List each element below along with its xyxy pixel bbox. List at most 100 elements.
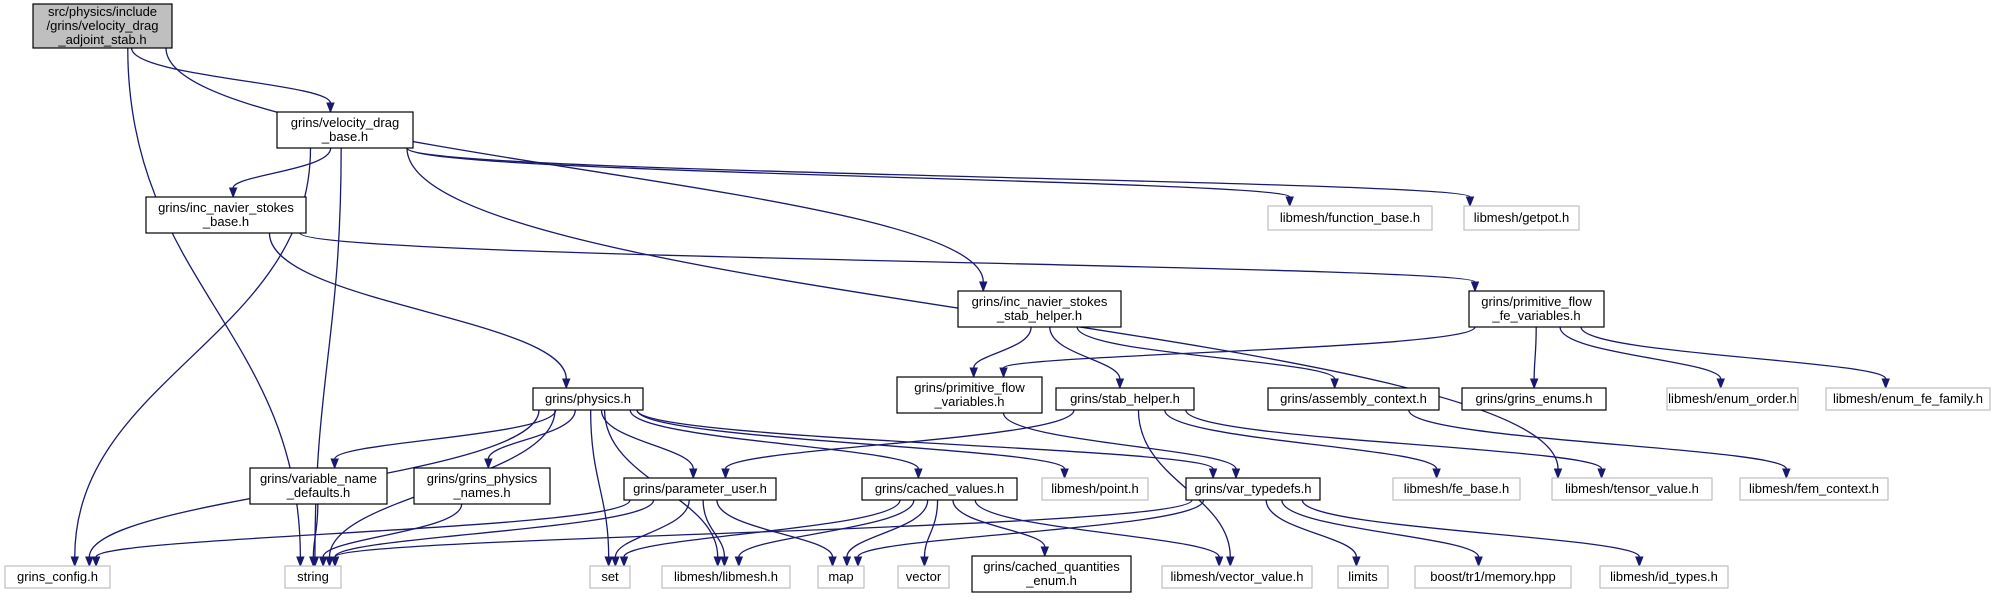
arrowhead-inssh-to-pfv	[969, 367, 978, 379]
arrowhead-root-to-str	[296, 556, 305, 568]
edge-cv-to-vec	[923, 499, 939, 558]
node-lim[interactable]: limits	[1337, 565, 1389, 589]
edge-vt-to-lim	[1265, 499, 1358, 558]
arrowhead-phys-to-lpt	[1060, 468, 1069, 480]
node-box	[1461, 387, 1607, 411]
edge-insb-to-pffv	[299, 232, 1476, 283]
arrowhead-phys-to-pu	[689, 468, 698, 480]
node-lid[interactable]: libmesh/id_types.h	[1599, 565, 1729, 589]
node-vec[interactable]: vector	[897, 565, 950, 589]
node-inssh[interactable]: grins/inc_navier_stokes_stab_helper.h	[957, 290, 1122, 328]
node-box	[1414, 565, 1572, 589]
node-root[interactable]: src/physics/include/grins/velocity_drag_…	[32, 3, 173, 49]
node-box	[1392, 477, 1521, 501]
edge-insb-to-phys	[268, 232, 567, 380]
node-lenum[interactable]: libmesh/enum_order.h	[1666, 387, 1799, 411]
arrowhead-insb-to-phys	[562, 378, 571, 390]
node-lfefam[interactable]: libmesh/enum_fe_family.h	[1825, 387, 1991, 411]
node-lfec[interactable]: libmesh/fem_context.h	[1739, 477, 1889, 501]
node-box	[145, 196, 307, 234]
node-gpn[interactable]: grins/grins_physics_names.h	[413, 467, 551, 505]
node-label-line: set	[601, 569, 619, 584]
node-llm[interactable]: libmesh/libmesh.h	[661, 565, 791, 589]
node-label-line: string	[297, 569, 329, 584]
arrowhead-vnd-to-str	[309, 556, 318, 568]
node-lfb[interactable]: libmesh/function_base.h	[1267, 205, 1433, 231]
node-asm[interactable]: grins/assembly_context.h	[1267, 387, 1440, 411]
arrowhead-vt-to-btr	[1474, 556, 1483, 568]
node-box	[1463, 205, 1580, 231]
node-label-line: _stab_helper.h	[996, 308, 1082, 323]
arrowhead-phys-to-str	[325, 556, 334, 568]
node-label-line: grins/primitive_flow	[914, 380, 1025, 395]
arrowhead-cv-to-vec	[920, 556, 929, 568]
node-label-line: limits	[1348, 569, 1378, 584]
node-label-line: libmesh/fem_context.h	[1749, 481, 1879, 496]
edge-stab-to-ltv	[1185, 409, 1603, 470]
node-phys[interactable]: grins/physics.h	[532, 387, 644, 411]
edge-phys-to-vt	[636, 409, 1214, 470]
node-box	[896, 376, 1043, 414]
arrowhead-phys-to-cv	[914, 468, 923, 480]
edge-root-to-vdb	[130, 47, 332, 104]
arrowhead-cv-to-cqe	[1040, 546, 1050, 558]
node-genum[interactable]: grins/grins_enums.h	[1461, 387, 1607, 411]
arrowhead-cv-to-lvv	[1214, 556, 1224, 568]
node-box	[1468, 290, 1605, 328]
arrowhead-phys-to-gpn	[484, 458, 493, 470]
node-lgp[interactable]: libmesh/getpot.h	[1463, 205, 1580, 231]
arrowhead-pffv-to-lfefam	[1881, 378, 1890, 390]
arrowhead-pffv-to-genum	[1529, 378, 1539, 390]
node-set[interactable]: set	[589, 565, 631, 589]
node-lvv[interactable]: libmesh/vector_value.h	[1161, 565, 1313, 589]
node-pfv[interactable]: grins/primitive_flow_variables.h	[896, 376, 1043, 414]
node-vnd[interactable]: grins/variable_name_defaults.h	[249, 467, 388, 505]
node-label-line: grins/primitive_flow	[1481, 294, 1592, 309]
edge-cv-to-llm	[738, 499, 915, 558]
arrowhead-stab-to-lvv	[1226, 556, 1235, 568]
node-box	[957, 290, 1122, 328]
node-label-line: grins/inc_navier_stokes	[158, 200, 294, 215]
node-box	[1739, 477, 1889, 501]
node-pffv[interactable]: grins/primitive_flow_fe_variables.h	[1468, 290, 1605, 328]
node-vdb[interactable]: grins/velocity_drag_base.h	[276, 111, 414, 149]
node-box	[276, 111, 414, 149]
arrowhead-cv-to-set	[619, 556, 629, 568]
node-label-line: _adjoint_stab.h	[57, 32, 146, 47]
node-label-line: /grins/velocity_drag	[47, 18, 159, 33]
node-label-line: grins/physics.h	[545, 391, 631, 406]
node-label-line: grins/velocity_drag	[291, 115, 399, 130]
node-ltv[interactable]: libmesh/tensor_value.h	[1551, 477, 1713, 501]
node-lfe[interactable]: libmesh/fe_base.h	[1392, 477, 1521, 501]
node-str[interactable]: string	[284, 565, 342, 589]
edge-pffv-to-genum	[1533, 326, 1537, 380]
edge-phys-to-lpt	[636, 409, 1066, 470]
node-cqe[interactable]: grins/cached_quantities_enum.h	[971, 555, 1132, 593]
node-stab[interactable]: grins/stab_helper.h	[1055, 387, 1195, 411]
node-box	[32, 3, 173, 49]
arrowhead-vdb-to-lgp	[1465, 196, 1475, 208]
node-lpt[interactable]: libmesh/point.h	[1041, 477, 1149, 501]
node-label-line: libmesh/tensor_value.h	[1565, 481, 1699, 496]
arrowhead-insb-to-pffv	[1470, 281, 1480, 293]
node-pu[interactable]: grins/parameter_user.h	[623, 477, 777, 501]
node-btr[interactable]: boost/tr1/memory.hpp	[1414, 565, 1572, 589]
edge-pffv-to-lenum	[1559, 326, 1722, 380]
arrowhead-stab-to-lfe	[1432, 468, 1441, 480]
node-label-line: grins/inc_navier_stokes	[972, 294, 1108, 309]
node-insb[interactable]: grins/inc_navier_stokes_base.h	[145, 196, 307, 234]
node-label-line: libmesh/id_types.h	[1610, 569, 1718, 584]
node-map[interactable]: map	[817, 565, 865, 589]
node-label-line: _defaults.h	[286, 485, 351, 500]
edge-pu-to-map	[716, 499, 834, 558]
node-label-line: _base.h	[321, 129, 368, 144]
node-label-line: grins_config.h	[17, 569, 98, 584]
node-label-line: libmesh/point.h	[1051, 481, 1138, 496]
node-box	[1055, 387, 1195, 411]
node-cv[interactable]: grins/cached_values.h	[861, 477, 1018, 501]
dependency-edges	[70, 47, 1890, 568]
arrowhead-root-to-vdb	[326, 102, 335, 114]
node-box	[1267, 205, 1433, 231]
node-gcfg[interactable]: grins_config.h	[4, 565, 111, 589]
node-vt[interactable]: grins/var_typedefs.h	[1185, 477, 1321, 501]
